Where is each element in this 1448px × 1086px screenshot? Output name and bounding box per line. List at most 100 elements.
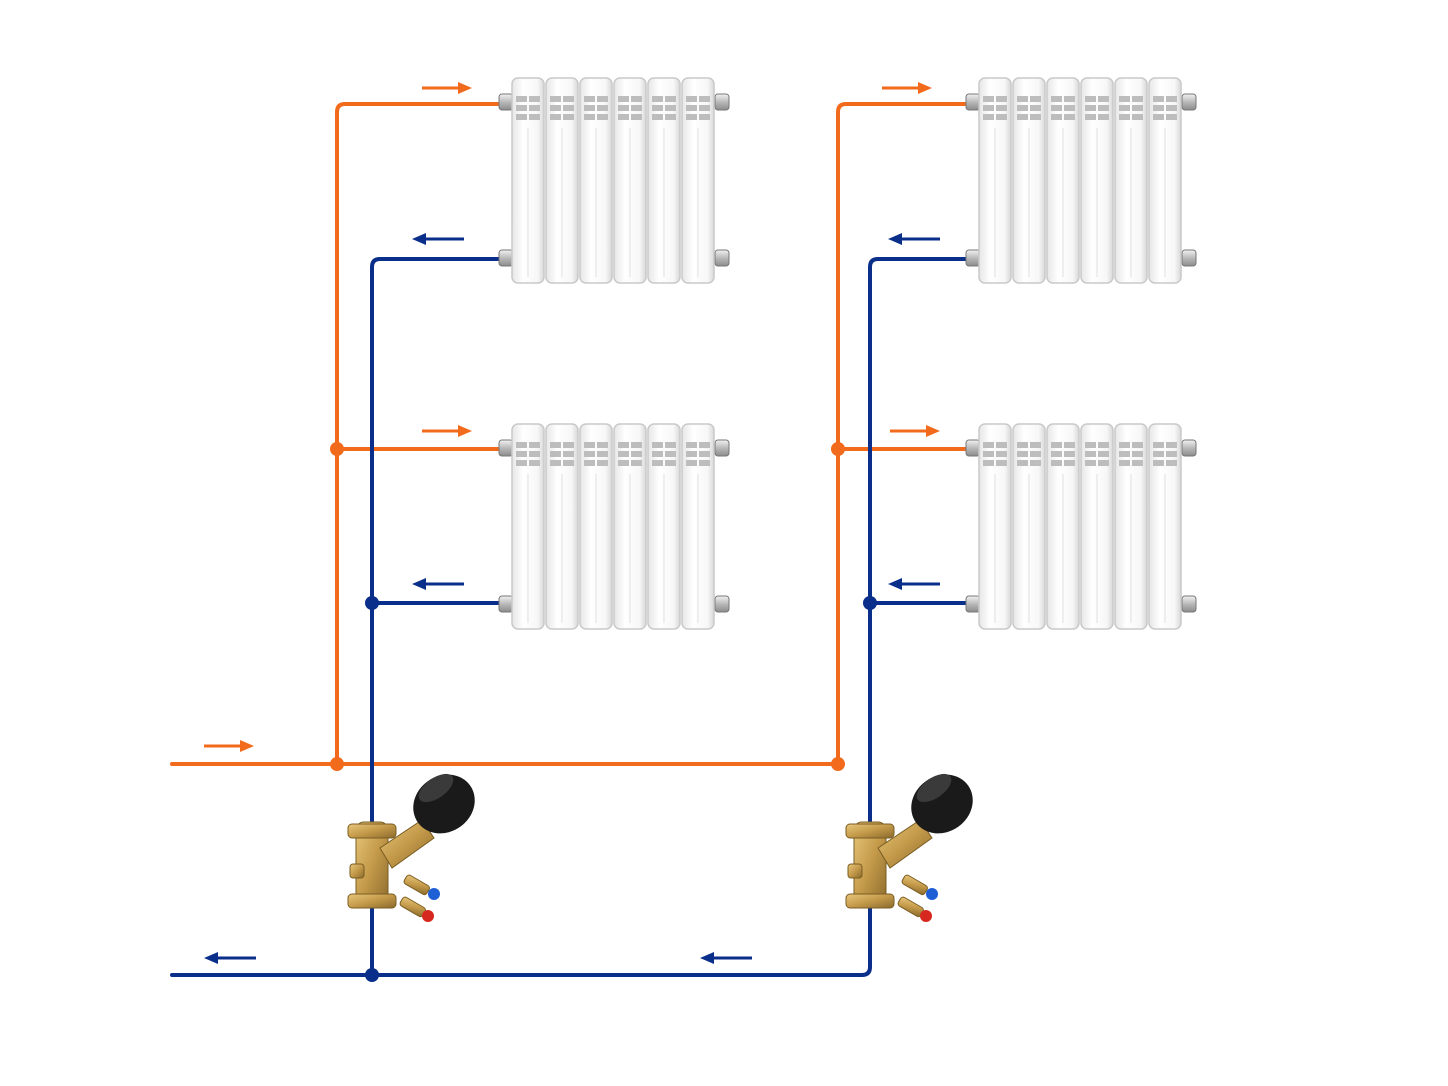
radiator-slot (563, 105, 574, 111)
radiator-plug-icon (965, 595, 981, 613)
radiator-slot (618, 460, 629, 466)
radiator-slot (618, 114, 629, 120)
radiator-slot (1017, 114, 1028, 120)
radiator-slot (529, 460, 540, 466)
radiator-slot (516, 442, 527, 448)
radiator-slot (516, 114, 527, 120)
radiator-slot (1064, 114, 1075, 120)
radiator-slot (1017, 96, 1028, 102)
radiator-slot (699, 460, 710, 466)
radiator-slot (1051, 451, 1062, 457)
valve-port-cap-red-icon (920, 910, 932, 922)
radiator-plug-icon (498, 93, 514, 111)
radiator-slot (1119, 442, 1130, 448)
radiator-slot (1166, 442, 1177, 448)
radiator-slot (665, 105, 676, 111)
radiator-plug-icon (1181, 595, 1197, 613)
radiator-slot (1064, 451, 1075, 457)
radiator-slot (631, 114, 642, 120)
radiator-slot (1119, 460, 1130, 466)
radiator-slot (1051, 96, 1062, 102)
return-riser-right (170, 257, 970, 977)
valve-top-nut (347, 823, 397, 839)
radiator-slot (1051, 460, 1062, 466)
radiator-slot (597, 105, 608, 111)
radiator-right-lower (965, 423, 1197, 630)
radiator-slot (618, 96, 629, 102)
radiator-slot (996, 460, 1007, 466)
radiator-slot (665, 442, 676, 448)
radiator-slot (1051, 442, 1062, 448)
radiator-slot (1030, 114, 1041, 120)
radiator-slot (597, 442, 608, 448)
supply-arrow-right-icon-head (926, 425, 940, 437)
radiator-slot (631, 460, 642, 466)
radiator-slot (1085, 96, 1096, 102)
pipe-junction-dot (831, 757, 845, 771)
pipe-junction-dot (330, 442, 344, 456)
radiator-slot (983, 96, 994, 102)
radiator-slot (563, 460, 574, 466)
radiator-slot (1085, 451, 1096, 457)
return-arrow-left-icon-head (412, 233, 426, 245)
radiator-slot (1017, 105, 1028, 111)
radiator-slot (983, 451, 994, 457)
radiator-slot (1051, 114, 1062, 120)
valve-side-port (349, 863, 365, 879)
radiator-slot (1166, 460, 1177, 466)
radiator-slot (1132, 451, 1143, 457)
radiator-plug-icon (965, 93, 981, 111)
radiator-slot (665, 96, 676, 102)
radiator-slot (597, 451, 608, 457)
radiator-slot (529, 96, 540, 102)
radiator-slot (1064, 105, 1075, 111)
radiator-slot (686, 460, 697, 466)
valve-test-port (901, 874, 928, 896)
radiator-slot (1030, 460, 1041, 466)
radiator-slot (996, 442, 1007, 448)
radiator-slot (1085, 442, 1096, 448)
pipe-junctions (330, 442, 877, 982)
radiator-right-upper (965, 77, 1197, 284)
valve-side-port (847, 863, 863, 879)
radiator-slot (584, 96, 595, 102)
radiator-slot (1166, 451, 1177, 457)
radiator-slot (1085, 114, 1096, 120)
return-arrow-left-icon-head (700, 952, 714, 964)
radiator-slot (699, 442, 710, 448)
radiator-plug-icon (714, 595, 730, 613)
return-arrow-left-icon-head (204, 952, 218, 964)
radiator-slot (1098, 105, 1109, 111)
radiator-plug-icon (1181, 439, 1197, 457)
radiator-plug-icon (1181, 249, 1197, 267)
radiator-slot (550, 105, 561, 111)
radiator-slot (550, 460, 561, 466)
radiators (498, 77, 1197, 630)
radiator-slot (550, 451, 561, 457)
valve-handle-top (916, 773, 952, 803)
supply-arrow-right-icon-head (458, 425, 472, 437)
return-riser-left (370, 257, 502, 977)
radiator-slot (1017, 460, 1028, 466)
radiator-plug-icon (965, 249, 981, 267)
return-arrow-left-icon-head (412, 578, 426, 590)
radiator-plug-icon (714, 249, 730, 267)
radiator-slot (597, 96, 608, 102)
radiator-slot (699, 96, 710, 102)
radiator-plug-icon (1181, 93, 1197, 111)
radiator-slot (1166, 96, 1177, 102)
radiator-slot (983, 105, 994, 111)
radiator-slot (1166, 114, 1177, 120)
radiator-slot (1064, 96, 1075, 102)
radiator-slot (652, 114, 663, 120)
radiator-slot (1064, 460, 1075, 466)
radiator-slot (516, 105, 527, 111)
radiator-slot (631, 451, 642, 457)
radiator-slot (652, 460, 663, 466)
radiator-slot (1153, 105, 1164, 111)
flow-arrows (204, 82, 940, 964)
radiator-slot (983, 460, 994, 466)
radiator-slot (584, 114, 595, 120)
radiator-slot (1132, 105, 1143, 111)
radiator-slot (1153, 442, 1164, 448)
